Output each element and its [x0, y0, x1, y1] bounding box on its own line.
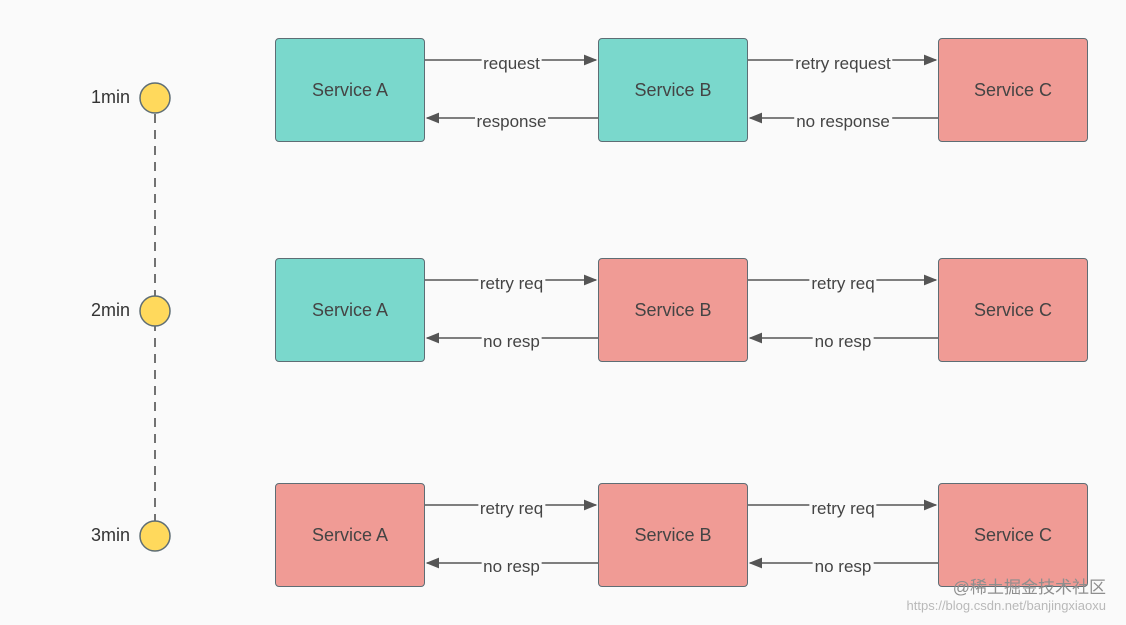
service-box: Service C [938, 38, 1088, 142]
request-label: retry req [809, 274, 877, 294]
response-label: no response [794, 112, 892, 132]
service-name: Service C [973, 79, 1053, 100]
service-name: Service B [634, 79, 712, 100]
service-box: Service B [598, 483, 748, 587]
request-label: retry request [793, 54, 893, 74]
timeline-label: 1min [90, 87, 130, 107]
service-name: Service B [634, 299, 712, 320]
response-label: no resp [812, 332, 874, 352]
service-name: Service C [973, 524, 1053, 545]
response-label: response [474, 112, 549, 132]
service-box: Service A [275, 38, 425, 142]
service-name: Service B [634, 524, 712, 545]
watermark-url: https://blog.csdn.net/banjingxiaoxu [906, 598, 1106, 613]
request-label: retry req [809, 499, 877, 519]
timeline-marker [139, 295, 171, 327]
watermark-brand: @稀土掘金技术社区 [952, 578, 1106, 597]
response-label: no resp [481, 557, 542, 577]
service-name: Service A [311, 524, 389, 545]
timeline-label: 3min [90, 525, 130, 545]
service-box: Service B [598, 258, 748, 362]
watermark: @稀土掘金技术社区 https://blog.csdn.net/banjingx… [907, 573, 1106, 613]
timeline-label: 2min [90, 300, 130, 320]
request-label: request [481, 54, 542, 74]
service-name: Service C [973, 299, 1053, 320]
timeline-marker [139, 82, 171, 114]
service-box: Service C [938, 258, 1088, 362]
service-name: Service A [311, 299, 389, 320]
request-label: retry req [477, 274, 546, 294]
service-box: Service B [598, 38, 748, 142]
service-box: Service A [275, 483, 425, 587]
timeline-marker [139, 520, 171, 552]
response-label: no resp [812, 557, 874, 577]
request-label: retry req [477, 499, 546, 519]
response-label: no resp [481, 332, 542, 352]
service-name: Service A [311, 79, 389, 100]
service-box: Service C [938, 483, 1088, 587]
service-box: Service A [275, 258, 425, 362]
